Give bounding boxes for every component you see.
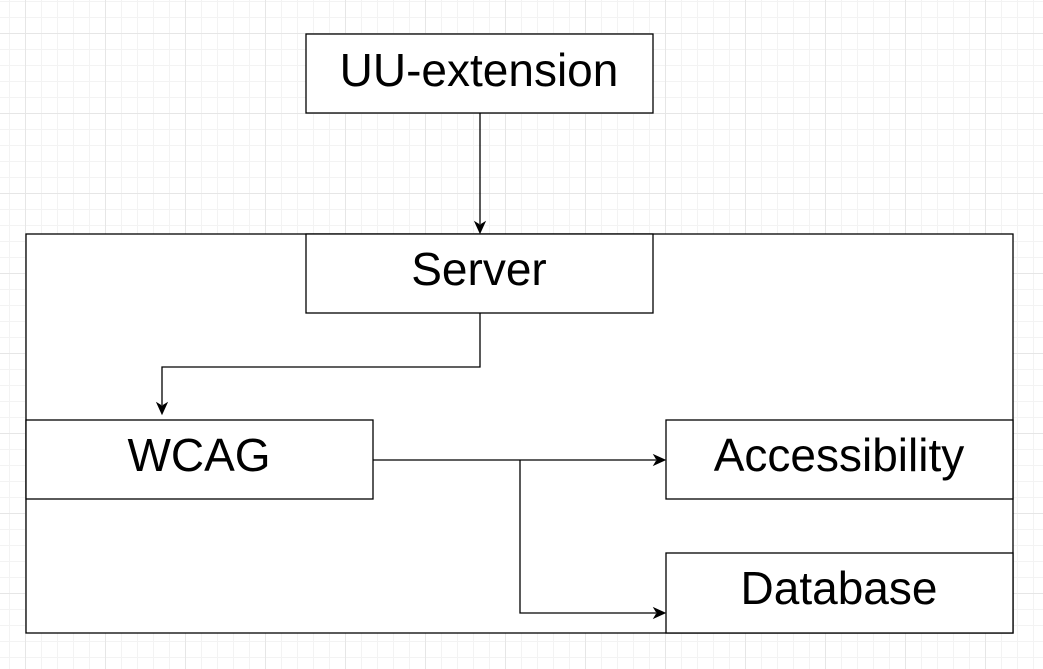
edge-wcag-to-database [519, 460, 667, 620]
node-server-box [305, 233, 654, 314]
node-accessibility[interactable]: Accessibility [665, 419, 1014, 500]
edge-server-to-wcag-line [161, 313, 481, 405]
node-uu-extension-label: UU-extension [340, 44, 619, 96]
edge-uu-extension-to-server-arrowhead [473, 220, 487, 235]
node-database[interactable]: Database [665, 552, 1014, 634]
edge-server-to-wcag [155, 313, 481, 416]
node-database-box [665, 552, 1014, 634]
node-wcag-label: WCAG [127, 429, 270, 481]
edge-wcag-to-database-arrowhead [652, 606, 667, 620]
edge-wcag-to-database-line [519, 460, 656, 614]
node-accessibility-label: Accessibility [714, 429, 965, 481]
edge-uu-extension-to-server [473, 113, 487, 235]
node-server[interactable]: Server [305, 233, 654, 314]
node-wcag-box [25, 419, 374, 500]
node-uu-extension[interactable]: UU-extension [305, 33, 654, 114]
node-server-label: Server [411, 243, 546, 295]
node-database-label: Database [741, 562, 938, 614]
edge-wcag-to-accessibility-arrowhead [652, 453, 667, 467]
node-uu-extension-box [305, 33, 654, 114]
edge-server-to-wcag-arrowhead [155, 401, 169, 416]
node-accessibility-box [665, 419, 1014, 500]
node-wcag[interactable]: WCAG [25, 419, 374, 500]
edge-wcag-to-accessibility [373, 453, 667, 467]
